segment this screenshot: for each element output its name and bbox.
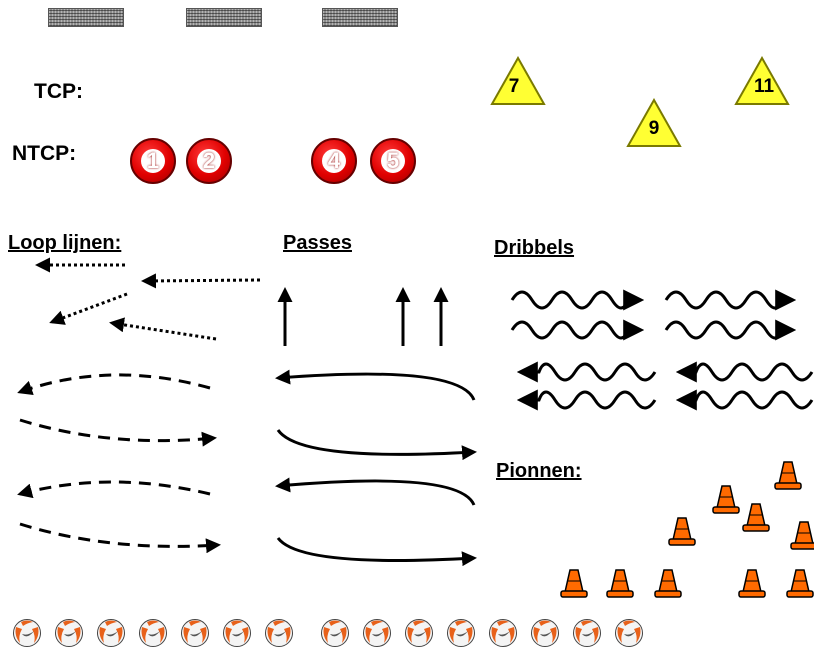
cone-icon [774, 461, 802, 490]
goal-icon [48, 8, 124, 27]
cone-icon [790, 521, 814, 550]
player-number: 4 [327, 148, 341, 173]
ball-icon [12, 618, 42, 648]
ball-icon [530, 618, 560, 648]
player-circle-icon: 1 [130, 138, 176, 184]
ntcp-label: NTCP: [12, 142, 77, 165]
ball-icon [222, 618, 252, 648]
ball-icon [54, 618, 84, 648]
ball-icon [320, 618, 350, 648]
cone-icon [786, 569, 814, 598]
cones-group [560, 461, 814, 598]
cone-icon [560, 569, 588, 598]
cone-icon [606, 569, 634, 598]
cone-icon [668, 517, 696, 546]
ball-icon [572, 618, 602, 648]
player-number: 11 [753, 76, 775, 97]
tcp-label: TCP: [34, 80, 83, 103]
ball-icon [138, 618, 168, 648]
cone-icon [738, 569, 766, 598]
player-triangle-icon: 9 [626, 98, 682, 148]
player-number: 5 [386, 148, 400, 173]
dribbels-label: Dribbels [494, 237, 575, 259]
cone-icon [654, 569, 682, 598]
loop-lijnen-label: Loop lijnen: [8, 232, 122, 254]
dashed-run-arrows [17, 373, 221, 554]
player-circle-icon: 5 [370, 138, 416, 184]
player-circle-icon: 4 [311, 138, 357, 184]
pionnen-label: Pionnen: [496, 460, 582, 482]
ball-icon [362, 618, 392, 648]
ball-icon [96, 618, 126, 648]
player-number: 1 [146, 148, 160, 173]
player-circle-icon: 2 [186, 138, 232, 184]
ball-icon [488, 618, 518, 648]
pass-arrows-vertical [277, 287, 449, 346]
goal-icon [322, 8, 398, 27]
cone-icon [712, 485, 740, 514]
player-number: 7 [508, 76, 520, 97]
ball-icon [264, 618, 294, 648]
ball-icon [404, 618, 434, 648]
ball-icon [180, 618, 210, 648]
dribble-arrows [510, 289, 814, 411]
pass-arrows-curved [275, 369, 477, 567]
cone-icon [742, 503, 770, 532]
player-triangle-icon: 11 [734, 56, 790, 106]
goal-icon [186, 8, 262, 27]
passes-label: Passes [283, 232, 352, 254]
ball-icon [614, 618, 644, 648]
dotted-run-arrows [35, 257, 261, 341]
ball-icon [446, 618, 476, 648]
player-number: 9 [648, 118, 660, 139]
player-number: 2 [202, 148, 216, 173]
player-triangle-icon: 7 [490, 56, 546, 106]
